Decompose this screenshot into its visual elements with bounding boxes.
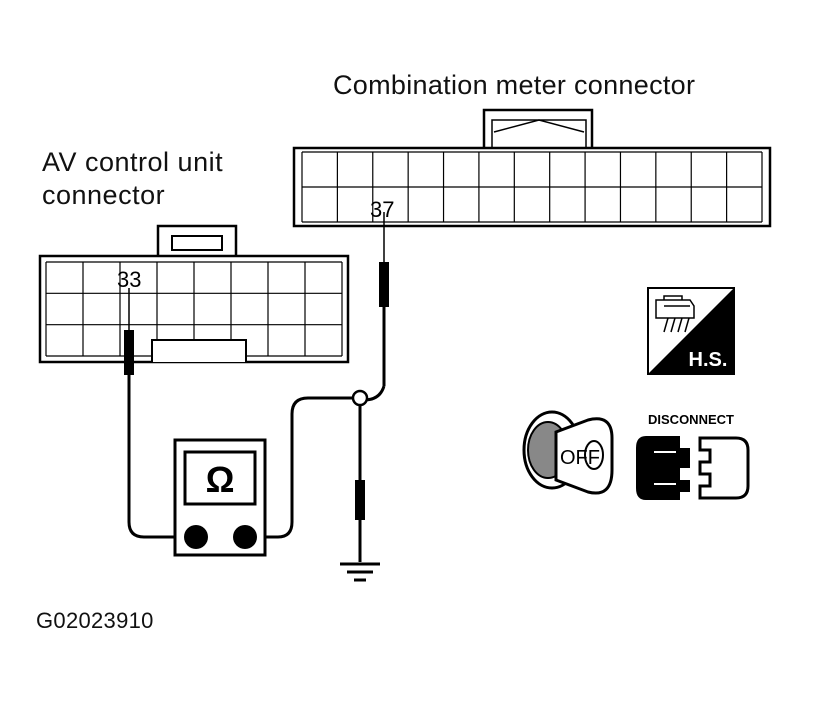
ground-probe	[355, 480, 365, 520]
wire-junction	[351, 389, 369, 407]
ignition-key-off-icon: OFF	[522, 410, 614, 495]
disconnect-icon: DISCONNECT	[636, 412, 750, 500]
connector-male-half	[636, 436, 690, 500]
connector-harness-icon	[655, 295, 695, 333]
combination-meter-connector-label: Combination meter connector	[333, 70, 696, 100]
av-control-unit-connector-label: AV control unit connector	[42, 146, 223, 212]
av-label-line-2: connector	[42, 180, 166, 210]
figure-id: G02023910	[36, 608, 154, 633]
av-control-unit-connector: 33	[38, 224, 350, 364]
av-label-line-1: AV control unit	[42, 147, 224, 177]
meter-terminal-number: 37	[370, 197, 394, 222]
ohm-symbol-icon: Ω	[206, 459, 235, 500]
disconnect-label: DISCONNECT	[648, 412, 734, 427]
ohmmeter: Ω	[173, 438, 267, 557]
ground-symbol	[340, 562, 380, 582]
meter-probe	[379, 262, 389, 307]
hs-badge-text: H.S.	[689, 349, 728, 371]
ohmmeter-display	[183, 450, 257, 506]
av-probe	[124, 330, 134, 375]
meter-connector-cavities	[301, 151, 763, 223]
combination-meter-connector: 37	[292, 108, 772, 228]
connector-female-half	[698, 436, 750, 500]
av-terminal-number: 33	[117, 267, 141, 292]
ohmmeter-terminal-left	[184, 525, 208, 549]
test-wiring	[124, 212, 389, 562]
ohmmeter-terminal-right	[233, 525, 257, 549]
ignition-state-text: OFF	[560, 447, 600, 469]
harness-side-badge: H.S.	[647, 287, 735, 375]
